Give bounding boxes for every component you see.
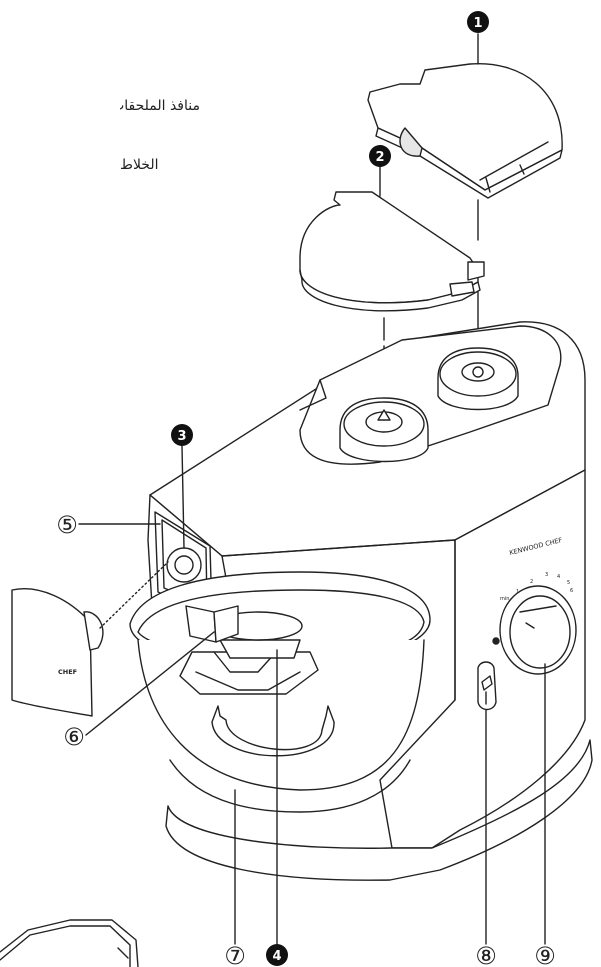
mixer-head-6 xyxy=(185,605,239,643)
medium-speed-outlet xyxy=(339,397,429,463)
callout-6: ⑥ xyxy=(63,723,85,751)
dial-scale-5: 5 xyxy=(567,580,570,586)
dial-scale-4: 4 xyxy=(557,574,560,580)
speed-dial: min 1 2 3 4 5 6 xyxy=(492,572,577,675)
svg-text:3: 3 xyxy=(177,429,186,444)
dial-scale-2: 2 xyxy=(530,579,533,585)
outlet-cover-2 xyxy=(299,191,485,312)
cover-chef-label: CHEF xyxy=(58,668,77,676)
dial-scale-min: min xyxy=(500,596,509,602)
callout-2: 2 xyxy=(369,145,391,167)
callout-8: ⑧ xyxy=(475,942,497,967)
splash-guard-partial xyxy=(0,919,139,967)
outlet-cover-1 xyxy=(367,62,563,199)
text-line-attachment-outlets: منافذ الملحقات xyxy=(120,98,200,114)
svg-text:4: 4 xyxy=(272,949,281,964)
callout-5: ⑤ xyxy=(56,511,78,539)
head-lift-lever xyxy=(477,661,497,711)
dial-scale-3: 3 xyxy=(545,572,548,578)
callout-leaders xyxy=(78,33,546,945)
svg-text:1: 1 xyxy=(473,16,482,31)
callout-7: ⑦ xyxy=(224,942,246,967)
slow-outlet-cover-5: CHEF xyxy=(11,588,104,717)
dial-scale-6: 6 xyxy=(570,588,573,594)
callout-9: ⑨ xyxy=(534,942,556,967)
callout-3: 3 xyxy=(171,424,193,446)
callout-4: 4 xyxy=(266,944,288,966)
callout-1: 1 xyxy=(467,11,489,33)
dial-scale-1: 1 xyxy=(516,589,519,595)
high-speed-outlet xyxy=(437,347,519,411)
svg-text:2: 2 xyxy=(375,150,384,165)
mixing-bowl xyxy=(129,571,431,813)
text-line-mixer: الخلاط xyxy=(120,157,159,173)
